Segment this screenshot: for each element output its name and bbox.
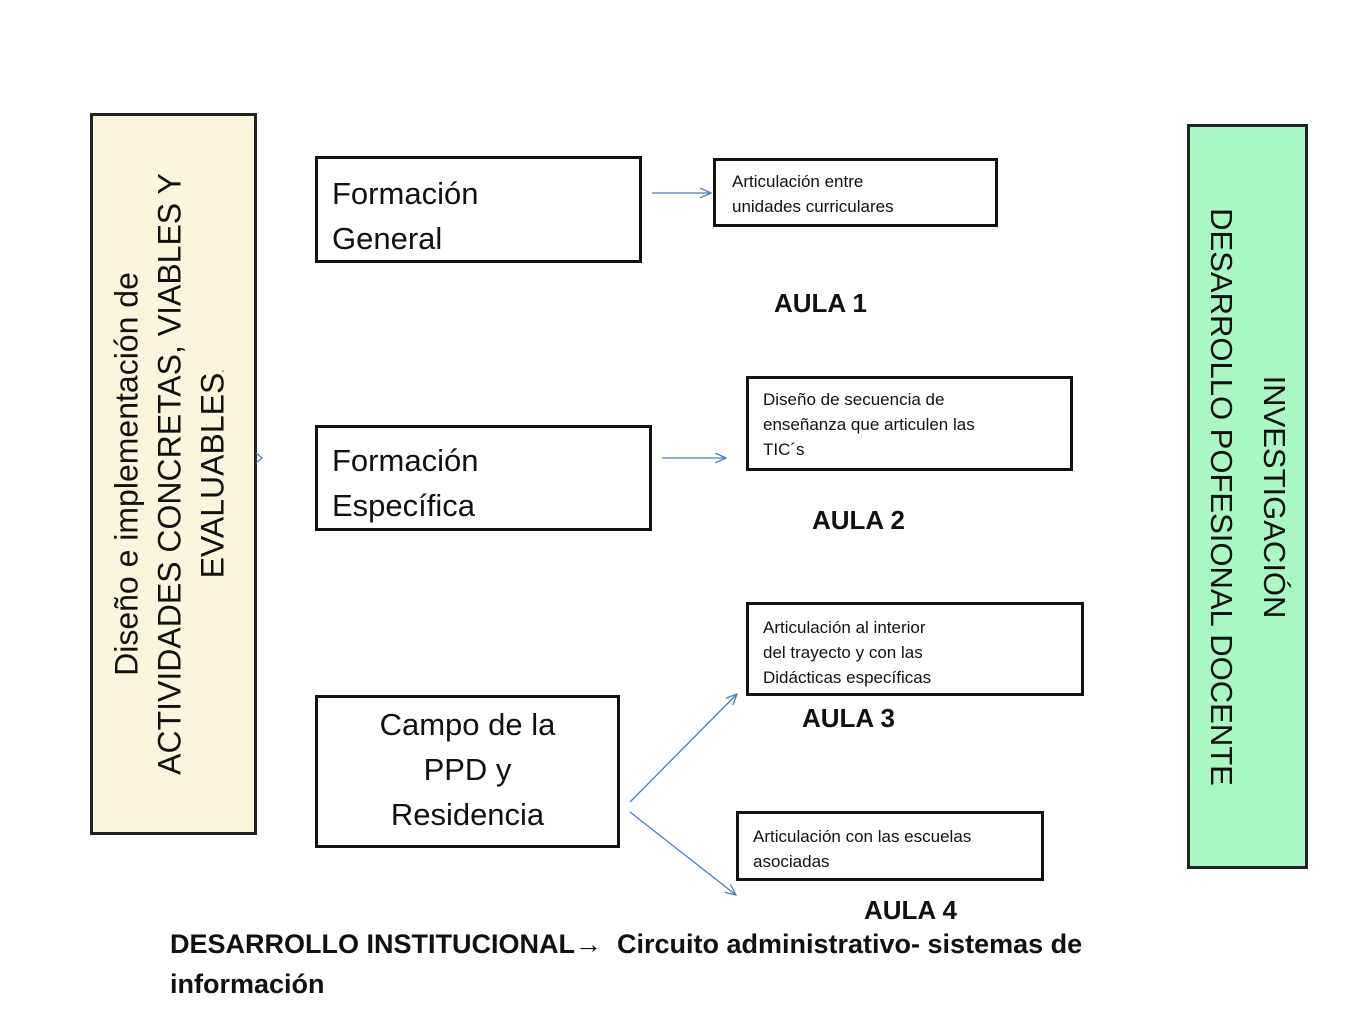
- actividad-4-line1: Articulación con las escuelas: [753, 827, 972, 846]
- footer-text: DESARROLLO INSTITUCIONAL→ Circuito admin…: [170, 924, 1290, 1004]
- actividad-2-box: Diseño de secuencia de enseñanza que art…: [746, 376, 1073, 471]
- actividad-2-line2: enseñanza que articulen las: [763, 415, 975, 434]
- actividad-4-line2: asociadas: [753, 852, 830, 871]
- actividad-3-line3: Didácticas específicas: [763, 668, 932, 687]
- actividad-2-line3: TIC´s: [763, 440, 805, 459]
- formacion-general-box: Formación General: [315, 156, 642, 263]
- formacion-especifica-line1: Formación: [332, 443, 479, 478]
- footer-part1: DESARROLLO INSTITUCIONAL: [170, 929, 575, 959]
- campo-ppd-line1: Campo de la: [379, 707, 556, 742]
- actividad-2-line1: Diseño de secuencia de: [763, 390, 945, 409]
- arrow-ppd-to-a3: [629, 694, 737, 803]
- footer-arrow-icon: →: [575, 929, 602, 959]
- aula-2-label: AULA 2: [812, 505, 905, 535]
- arrow-left-bar-stub: [255, 452, 263, 464]
- campo-ppd-line3: Residencia: [390, 797, 545, 832]
- right-vertical-banner: INVESTIGACIÓN DESARROLLO POFESIONAL DOCE…: [1187, 124, 1308, 869]
- actividad-1-box: Articulación entre unidades curriculares: [713, 158, 998, 227]
- left-vertical-banner: Diseño e implementación de ACTIVIDADES C…: [90, 113, 257, 835]
- actividad-1-line2: unidades curriculares: [732, 197, 894, 216]
- footer-part2: Circuito administrativo- sistemas de: [602, 929, 1083, 959]
- footer-line2: información: [170, 969, 325, 999]
- formacion-especifica-box: Formación Específica: [315, 425, 652, 531]
- formacion-general-line2: General: [332, 221, 443, 256]
- arrow-ppd-to-a4: [629, 811, 736, 895]
- campo-ppd-line2: PPD y: [423, 752, 512, 787]
- campo-ppd-box: Campo de la PPD y Residencia: [315, 695, 620, 848]
- actividad-1-line1: Articulación entre: [732, 172, 864, 191]
- actividad-3-line1: Articulación al interior: [763, 618, 926, 637]
- aula-1-label: AULA 1: [774, 288, 867, 318]
- actividad-4-box: Articulación con las escuelas asociadas: [736, 811, 1044, 881]
- formacion-especifica-line2: Específica: [332, 488, 476, 523]
- actividad-3-line2: del trayecto y con las: [763, 643, 923, 662]
- formacion-general-line1: Formación: [332, 176, 479, 211]
- aula-3-label: AULA 3: [802, 703, 895, 733]
- actividad-3-box: Articulación al interior del trayecto y …: [746, 602, 1084, 696]
- footer-line1: DESARROLLO INSTITUCIONAL→ Circuito admin…: [170, 924, 1290, 964]
- aula-4-label: AULA 4: [864, 895, 957, 925]
